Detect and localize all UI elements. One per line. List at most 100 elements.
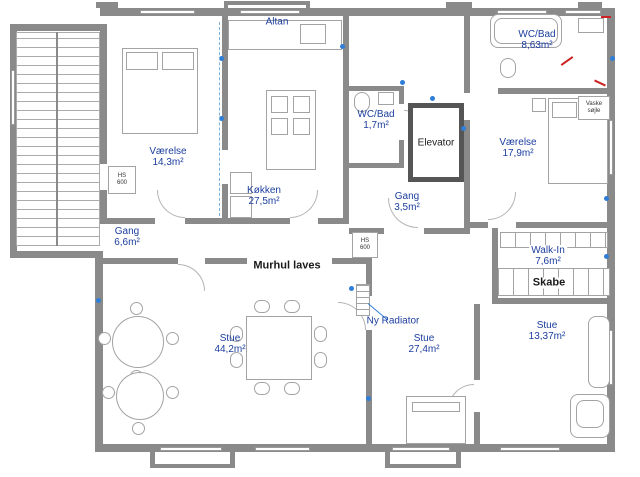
window — [392, 447, 450, 451]
wall — [103, 218, 155, 224]
chair-icon — [254, 382, 270, 395]
toilet-icon — [354, 92, 370, 112]
chair-icon — [254, 300, 270, 313]
window — [500, 447, 560, 451]
room-area: 27,4m² — [408, 344, 440, 355]
room-area: 17,9m² — [502, 148, 534, 159]
balcony-wall — [224, 1, 228, 9]
wall — [96, 2, 118, 8]
room-name: Stue — [536, 320, 558, 331]
room-label-vaerelse-2: Værelse 17,9m² — [499, 137, 536, 159]
wiring-line — [219, 22, 220, 216]
balcony-wall — [224, 1, 310, 5]
room-area: 44,2m² — [214, 344, 246, 355]
vaske-line1: Vaske — [585, 101, 603, 107]
chair-icon — [166, 386, 179, 399]
dining-table-icon — [246, 316, 312, 380]
wall — [492, 298, 615, 304]
wall — [10, 24, 17, 258]
hob-icon — [271, 118, 288, 135]
room-label-elevator: Elevator — [417, 137, 455, 149]
hob-icon — [293, 96, 310, 113]
wall — [349, 228, 384, 234]
sofa-icon — [588, 316, 610, 388]
outlet-symbol — [349, 286, 354, 291]
room-name: Værelse — [149, 146, 187, 157]
wall — [100, 190, 107, 224]
outlet-symbol — [340, 44, 345, 49]
red-wire-mark — [601, 16, 611, 18]
wall — [103, 258, 178, 264]
wall — [95, 444, 615, 452]
room-area: 7,6m² — [535, 256, 561, 267]
wall — [100, 24, 107, 164]
red-wire-mark — [560, 56, 574, 66]
nightstand-icon — [532, 98, 546, 112]
wall — [318, 218, 349, 224]
room-name: WC/Bad — [357, 109, 395, 120]
annotation-ny-radiator: Ny Radiator — [366, 315, 420, 327]
room-label-altan: Altan — [265, 16, 289, 28]
outlet-symbol — [366, 396, 371, 401]
room-label-wcbad-large: WC/Bad 8,63m² — [518, 29, 555, 51]
wall — [399, 140, 404, 168]
wall — [349, 86, 404, 91]
red-wire-mark — [594, 79, 606, 87]
toilet-icon — [500, 58, 516, 78]
room-area: 13,37m² — [528, 331, 566, 342]
window — [609, 120, 613, 175]
bay-wall — [150, 464, 235, 468]
hs600-line1: HS — [117, 173, 127, 179]
elevator-shaft — [408, 103, 464, 182]
wall — [446, 2, 472, 8]
appliance-icon — [230, 196, 252, 218]
outlet-symbol — [604, 254, 609, 259]
window — [160, 447, 222, 451]
wall — [498, 88, 615, 94]
room-label-koekken: Køkken 27,5m² — [247, 185, 281, 207]
wall — [222, 16, 228, 150]
room-name: Værelse — [499, 137, 537, 148]
room-label-walkin: Walk-In 7,6m² — [529, 245, 567, 267]
sink-icon — [300, 24, 326, 44]
room-area: 6,6m² — [114, 237, 140, 248]
wall — [366, 258, 372, 296]
room-label-vaerelse-1: Værelse 14,3m² — [149, 146, 186, 168]
bay-wall — [150, 452, 155, 466]
window — [497, 10, 547, 14]
hs600-label: HS 600 — [109, 173, 135, 187]
vaske-label: Vaske søjle — [579, 101, 609, 115]
wall — [474, 412, 480, 452]
pillow-icon — [162, 52, 194, 70]
hob-icon — [293, 118, 310, 135]
wall — [474, 304, 480, 380]
room-area: 8,63m² — [521, 40, 553, 51]
room-name: Køkken — [247, 185, 281, 196]
bay-wall — [385, 464, 461, 468]
radiator-icon — [356, 284, 370, 316]
appliance-icon — [230, 172, 252, 194]
vaske-box: Vaske søjle — [578, 96, 610, 120]
window — [565, 10, 601, 14]
round-table-icon — [112, 316, 164, 368]
room-area: 27,5m² — [248, 196, 280, 207]
wall — [464, 120, 470, 232]
room-name: Walk-In — [531, 245, 565, 256]
hs600-line2: 600 — [359, 245, 370, 251]
wall — [578, 2, 602, 8]
outlet-symbol — [400, 80, 405, 85]
outlet-symbol — [219, 116, 224, 121]
door-arc — [488, 192, 516, 220]
wall — [607, 8, 615, 452]
stairs-icon — [16, 32, 100, 246]
outlet-symbol — [430, 96, 435, 101]
window — [11, 70, 15, 125]
bathtub-inner — [494, 18, 558, 44]
wall — [205, 258, 247, 264]
room-area: 3,5m² — [394, 202, 420, 213]
chair-icon — [132, 422, 145, 435]
room-name: Stue — [413, 333, 435, 344]
wall — [366, 330, 372, 452]
room-label-gang: Gang 6,6m² — [114, 226, 140, 248]
vaske-line2: søjle — [587, 108, 601, 114]
